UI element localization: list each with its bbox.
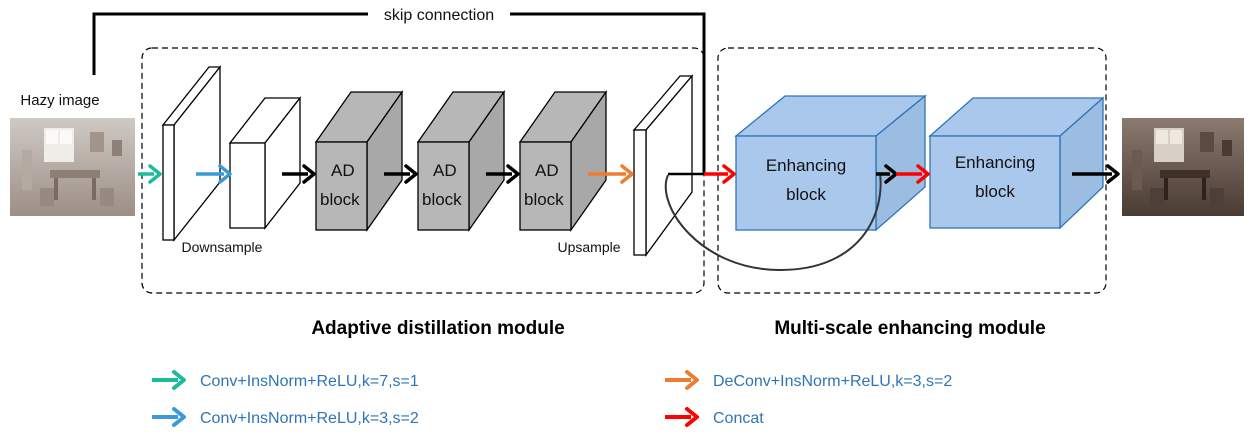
upsample-label: Upsample <box>557 239 620 255</box>
skip-connection-label: skip connection <box>384 7 494 24</box>
teal-arrow <box>138 164 162 184</box>
legend-label-4: Concat <box>713 410 764 427</box>
enhancing-curve-connection <box>664 172 882 272</box>
ad-block-1-line2: block <box>320 190 360 209</box>
legend-arrow-2 <box>152 407 186 427</box>
orange-arrow <box>588 164 634 184</box>
downsample-layer <box>228 96 302 230</box>
enhancing-block-1-line1: Enhancing <box>766 156 846 175</box>
enhancing-block-2-line1: Enhancing <box>955 153 1035 172</box>
ad-block-3-line2: block <box>524 190 564 209</box>
legend-arrow-4 <box>665 407 699 427</box>
black-arrow-1 <box>282 164 316 184</box>
multiscale-enhancing-module-box <box>717 47 1107 294</box>
skip-label-bg <box>368 4 510 24</box>
legend: Conv+InsNorm+ReLU,k=7,s=1Conv+InsNorm+Re… <box>152 370 952 427</box>
downsample-label: Downsample <box>182 239 263 255</box>
ad-block-2-line2: block <box>422 190 462 209</box>
dehazed-output-image <box>1122 118 1244 216</box>
adaptive-distillation-module-box <box>141 47 705 294</box>
hazy-image-label: Hazy image <box>20 92 99 109</box>
legend-arrow-3 <box>665 370 699 390</box>
ad-block-2-line1: AD <box>433 161 457 180</box>
enhancing-block-1: Enhancing block <box>734 94 927 232</box>
enhancing-block-2: Enhancing block <box>928 96 1105 230</box>
enhancing-block-1-line2: block <box>786 185 826 204</box>
multiscale-module-title: Multi-scale enhancing module <box>774 318 1045 339</box>
blue-arrow <box>196 164 232 184</box>
red-arrow-2 <box>896 164 930 184</box>
ad-block-3: AD block <box>518 89 608 233</box>
ad-block-2: AD block <box>416 89 506 233</box>
conv-layer-1 <box>161 65 222 242</box>
enhancing-block-2-line2: block <box>975 182 1015 201</box>
ad-block-1: AD block <box>314 89 404 233</box>
adaptive-module-title: Adaptive distillation module <box>311 318 564 339</box>
legend-arrow-1 <box>152 370 186 390</box>
hazy-input-image <box>10 118 135 216</box>
red-arrow-1 <box>704 164 736 184</box>
ad-block-3-line1: AD <box>535 161 559 180</box>
ad-block-1-line1: AD <box>331 161 355 180</box>
legend-label-3: DeConv+InsNorm+ReLU,k=3,s=2 <box>713 373 952 390</box>
upsample-layer <box>632 74 694 257</box>
legend-label-2: Conv+InsNorm+ReLU,k=3,s=2 <box>200 410 419 427</box>
legend-label-1: Conv+InsNorm+ReLU,k=7,s=1 <box>200 373 419 390</box>
black-arrow-2 <box>384 164 418 184</box>
black-arrow-5 <box>1072 164 1120 184</box>
flow-arrows <box>138 164 1120 184</box>
black-arrow-3 <box>486 164 520 184</box>
